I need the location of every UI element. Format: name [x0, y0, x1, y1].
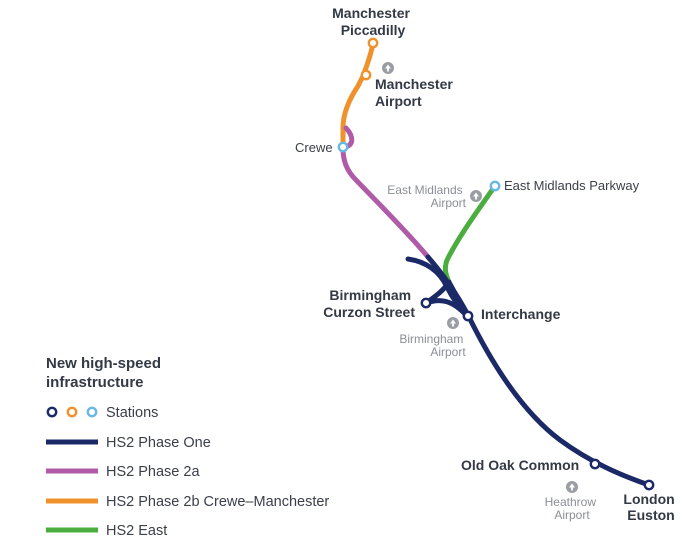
- label-birmingham-curzon-street: Birmingham Curzon Street: [323, 287, 415, 320]
- label-heathrow-airport: Heathrow Airport: [545, 495, 600, 522]
- legend-stations-label: Stations: [106, 405, 158, 421]
- station-london-euston-marker[interactable]: [643, 479, 655, 491]
- station-manchester-piccadilly-marker[interactable]: [367, 37, 379, 49]
- station-old-oak-common-marker[interactable]: [589, 458, 601, 470]
- legend-title: New high-speed infrastructure: [46, 355, 165, 391]
- station-east-midlands-parkway-marker[interactable]: [489, 180, 501, 192]
- label-east-midlands-parkway: East Midlands Parkway: [504, 178, 640, 193]
- airport-icon: [382, 62, 394, 74]
- label-manchester-airport: Manchester Airport: [375, 76, 457, 109]
- airport-icon: [447, 317, 459, 329]
- label-east-midlands-airport: East Midlands Airport: [387, 183, 466, 210]
- legend-phase-2b-label: HS2 Phase 2b Crewe–Manchester: [106, 494, 329, 510]
- label-interchange: Interchange: [481, 306, 561, 322]
- station-manchester-airport-marker[interactable]: [360, 69, 372, 81]
- label-london-euston: London Euston: [623, 491, 678, 523]
- label-manchester-piccadilly: Manchester Piccadilly: [332, 5, 414, 38]
- station-interchange-marker[interactable]: [462, 310, 474, 322]
- legend-east-label: HS2 East: [106, 523, 167, 539]
- legend-phase-2a-label: HS2 Phase 2a: [106, 464, 200, 480]
- station-birmingham-curzon-marker[interactable]: [420, 297, 432, 309]
- legend: New high-speed infrastructure Stations H…: [46, 355, 329, 539]
- label-crewe: Crewe: [295, 140, 333, 155]
- label-old-oak-common: Old Oak Common: [461, 457, 579, 473]
- airport-icon: [566, 481, 578, 493]
- legend-station-navy: [46, 406, 58, 418]
- airport-icon: [470, 190, 482, 202]
- hs2-phase-one-line: [425, 254, 652, 488]
- hs2-phase-2b-line: [340, 40, 376, 150]
- hs2-phase-one-east-junction: [447, 281, 469, 317]
- legend-station-orange: [66, 406, 78, 418]
- label-birmingham-airport: Birmingham Airport: [399, 332, 466, 359]
- station-crewe-marker[interactable]: [337, 141, 349, 153]
- hs2-east-line: [442, 183, 498, 287]
- legend-station-light: [86, 406, 98, 418]
- legend-phase-one-label: HS2 Phase One: [106, 435, 211, 451]
